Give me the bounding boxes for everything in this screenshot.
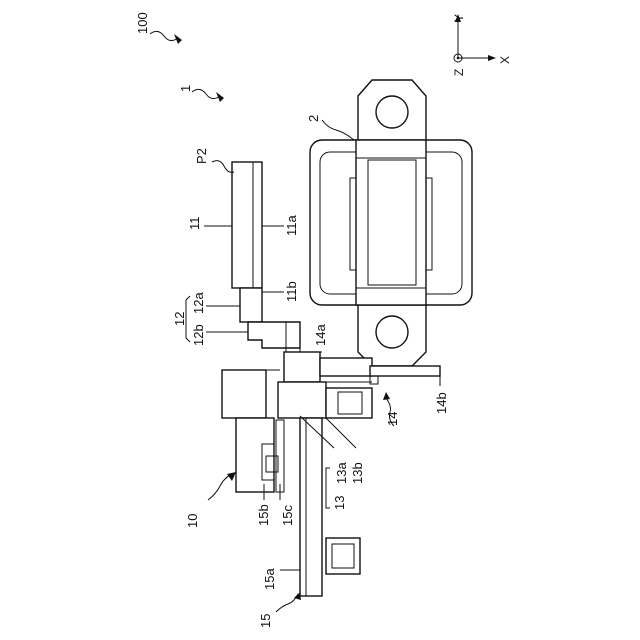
box-15: [326, 538, 360, 574]
label-100: 100: [135, 12, 150, 34]
z-axis-dot: [457, 57, 460, 60]
bracket-12b: [248, 322, 300, 348]
leader-1: [192, 89, 220, 98]
label-10: 10: [185, 514, 200, 528]
block-14a: [284, 352, 320, 382]
z-axis-label: Z: [452, 69, 466, 76]
link-11b: [240, 288, 262, 322]
y-axis-label: Y: [452, 14, 466, 22]
label-14: 14: [385, 412, 400, 426]
top-lobe: [358, 80, 426, 140]
rail-14b-tab: [370, 376, 378, 384]
callout-13b: [326, 418, 356, 448]
rail-15a: [300, 418, 322, 596]
label-13a: 13a: [334, 462, 349, 484]
leader-14-head: [383, 392, 390, 400]
label-P2: P2: [194, 148, 209, 164]
label-15c: 15c: [280, 505, 295, 526]
label-11: 11: [187, 217, 202, 231]
label-13: 13: [332, 496, 347, 510]
rail-14b: [370, 366, 440, 376]
leader-100-head: [174, 34, 182, 44]
leader-2: [322, 120, 354, 140]
leader-P2: [212, 161, 234, 173]
leader-15: [276, 594, 298, 612]
axis-indicator: Y X Z: [452, 14, 512, 76]
machine-2: [310, 80, 472, 366]
label-15b: 15b: [256, 504, 271, 526]
label-12: 12: [172, 312, 187, 326]
block-10-bottom: [236, 418, 274, 492]
x-axis-arrowhead: [488, 55, 496, 61]
label-12b: 12b: [191, 324, 206, 346]
component-11: [232, 162, 262, 322]
label-14a: 14a: [313, 324, 328, 346]
label-11a: 11a: [284, 215, 299, 236]
label-15: 15: [258, 614, 273, 628]
label-1: 1: [178, 85, 193, 92]
label-12a: 12a: [191, 292, 206, 314]
leader-10: [208, 474, 232, 500]
leader-1-head: [216, 92, 224, 102]
label-15a: 15a: [262, 568, 277, 590]
label-2: 2: [306, 115, 321, 122]
arm-14: [320, 358, 372, 376]
label-14b: 14b: [434, 392, 449, 414]
x-axis-label: X: [498, 56, 512, 64]
bottom-lobe: [358, 305, 426, 366]
leader-100: [150, 31, 178, 40]
block-13a: [278, 382, 326, 418]
bar-11: [232, 162, 262, 288]
label-13b: 13b: [350, 462, 365, 484]
label-11b: 11b: [284, 281, 299, 302]
block-10-top: [222, 370, 266, 418]
brace-13: [326, 468, 330, 508]
